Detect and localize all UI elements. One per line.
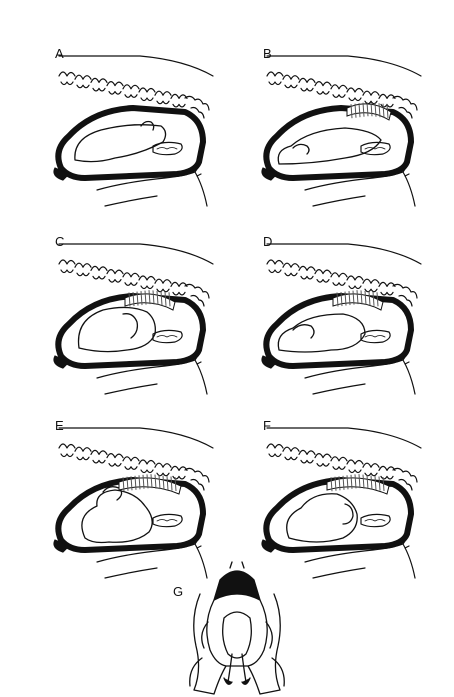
panel-g-illustration [180,558,295,697]
panel-b-illustration [253,50,433,210]
panel-c-illustration [45,238,225,398]
panel-a-illustration [45,50,225,210]
panel-d-illustration [253,238,433,398]
